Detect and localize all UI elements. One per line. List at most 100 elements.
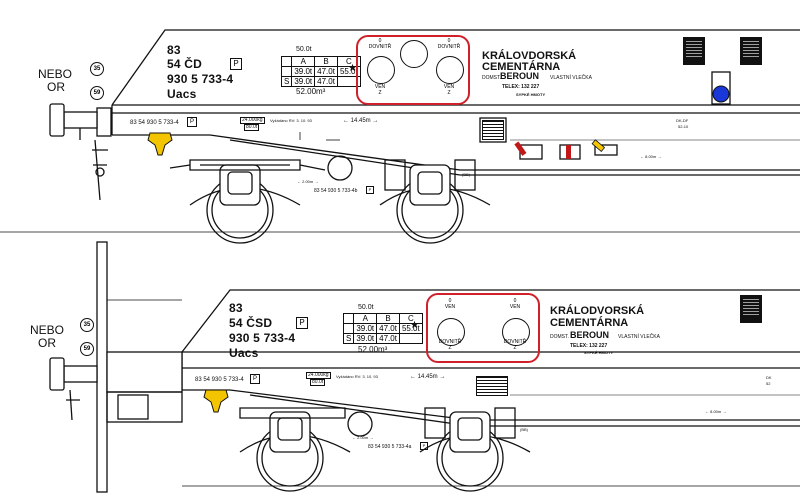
bottom-underframe-p: P bbox=[420, 442, 428, 450]
top-bar-number: 83 54 930 5 733-4 bbox=[130, 120, 179, 126]
top-port-br-num: Z bbox=[447, 90, 451, 96]
top-port-br: VEN bbox=[443, 84, 455, 90]
bottom-port-tr-num: 0 bbox=[513, 298, 517, 304]
top-port-bl-num: Z bbox=[378, 90, 382, 96]
top-port-tl-num: 0 bbox=[378, 38, 382, 44]
top-mass-1: 24.000kg bbox=[240, 117, 265, 124]
bottom-car-line-2: 54 ČSD bbox=[229, 316, 273, 330]
top-port-bl: VEN bbox=[374, 84, 386, 90]
top-underframe-number: 83 54 930 5 733-4b bbox=[314, 188, 358, 194]
bottom-sypke: SYPKÉ HMOTY bbox=[584, 350, 614, 355]
top-p-badge: P bbox=[230, 58, 242, 70]
top-port-tr-num: 0 bbox=[447, 38, 451, 44]
bottom-star-icon: ★ bbox=[410, 320, 419, 331]
bottom-port-tr: VEN bbox=[509, 304, 521, 310]
top-volume: 52.00m³ bbox=[296, 87, 326, 96]
top-placard-1 bbox=[683, 37, 705, 65]
bottom-load-limit: 50.0t bbox=[358, 304, 374, 311]
top-underframe-p: P bbox=[366, 186, 374, 194]
bottom-bogie-right bbox=[419, 407, 531, 492]
top-vlecka: VLASTNÍ VLEČKA bbox=[550, 75, 592, 81]
nebo-label-top: NEBO bbox=[38, 67, 73, 81]
yellow-lever bbox=[591, 139, 606, 152]
top-bogie-right bbox=[379, 159, 491, 244]
load-cell: 39.0t bbox=[353, 323, 378, 334]
top-load-limit: 50.0t bbox=[296, 46, 312, 53]
top-domst: DOMST. bbox=[482, 75, 501, 81]
bottom-p-badge: P bbox=[296, 317, 308, 329]
bottom-yellow-hook bbox=[203, 389, 229, 413]
top-port-left bbox=[367, 56, 395, 84]
top-bogie-code: (BB) bbox=[462, 172, 470, 177]
load-cell: 39.0t bbox=[291, 66, 316, 77]
load-cell: 47.0t bbox=[376, 333, 400, 344]
top-revision: Vyžádáno RV: 3. 10. 93 bbox=[270, 118, 312, 123]
bottom-bogie-left bbox=[239, 407, 373, 492]
top-telex: TELEX: 132 227 bbox=[502, 84, 540, 90]
bottom-bogie-code: (BB) bbox=[520, 427, 528, 432]
top-port-frame bbox=[356, 35, 470, 105]
bottom-bogie-dist: ← 2.00m → bbox=[352, 435, 374, 440]
top-bar-p: P bbox=[187, 117, 197, 127]
bottom-wagon-body bbox=[49, 241, 800, 493]
bottom-code-right-1: DK bbox=[766, 375, 772, 380]
top-port-tl: DOVNITŘ bbox=[368, 44, 392, 50]
red-lever-right bbox=[566, 145, 571, 159]
bottom-port-br: DOVNITŘ bbox=[503, 339, 527, 345]
bottom-port-bl: DOVNITŘ bbox=[438, 339, 462, 345]
top-vent-grille bbox=[482, 120, 504, 140]
top-mass-2: 80.0t bbox=[244, 124, 260, 131]
bottom-port-frame bbox=[426, 293, 540, 363]
blue-lamp bbox=[712, 85, 730, 103]
bottom-domst: DOMST. bbox=[550, 334, 569, 340]
circle-35-top: 35 bbox=[90, 62, 104, 76]
top-car-line-2: 54 ČD bbox=[167, 57, 203, 71]
top-bogie-dist: ← 2.00m → bbox=[297, 179, 319, 184]
bottom-car-line-3: 930 5 733-4 bbox=[229, 331, 296, 345]
top-sypke: SYPKÉ HMOTY bbox=[516, 92, 546, 97]
top-wagon-body bbox=[0, 29, 800, 244]
bottom-vent-grille bbox=[476, 376, 508, 396]
top-code-right-1: DK-DF bbox=[676, 118, 689, 123]
top-car-line-1: 83 bbox=[167, 43, 181, 57]
bottom-code-right-2: 52 bbox=[766, 381, 771, 386]
load-cell: 47.0t bbox=[314, 66, 338, 77]
bottom-car-line-4: Uacs bbox=[229, 346, 259, 360]
bottom-port-tl: VEN bbox=[444, 304, 456, 310]
bottom-vlecka: VLASTNÍ VLEČKA bbox=[618, 334, 660, 340]
bottom-company-2: CEMENTÁRNA bbox=[550, 317, 629, 329]
load-cell-s: S bbox=[342, 333, 355, 344]
top-port-right bbox=[436, 56, 464, 84]
top-car-line-3: 930 5 733-4 bbox=[167, 72, 234, 86]
top-star-icon: ★ bbox=[348, 63, 357, 74]
load-cell: 47.0t bbox=[314, 76, 338, 87]
bottom-port-tl-num: 0 bbox=[448, 298, 452, 304]
load-cell-s: S bbox=[280, 76, 293, 87]
top-length: ← 14.45m → bbox=[343, 118, 379, 124]
bottom-volume: 52.00m³ bbox=[358, 345, 388, 354]
bottom-port-br-num: Z bbox=[513, 345, 517, 351]
top-car-line-4: Uacs bbox=[167, 87, 197, 101]
top-distance-right: ← 8.00m → bbox=[640, 154, 662, 159]
bottom-beroun: BEROUN bbox=[570, 330, 610, 340]
top-code-right-2: 52-10 bbox=[678, 124, 689, 129]
top-beroun: BEROUN bbox=[500, 71, 540, 81]
load-cell: 39.0t bbox=[291, 76, 316, 87]
bottom-distance-right: ← 8.00m → bbox=[705, 409, 727, 414]
top-yellow-hook bbox=[147, 132, 173, 156]
nebo-label-bottom: NEBO bbox=[30, 323, 65, 337]
bottom-mass-2: 80.0t bbox=[310, 379, 326, 386]
top-port-center bbox=[400, 40, 428, 68]
load-cell: 39.0t bbox=[353, 333, 378, 344]
load-cell: 47.0t bbox=[376, 323, 400, 334]
circle-59-bottom: 59 bbox=[80, 342, 94, 356]
bottom-bar-number: 83 54 930 5 733-4 bbox=[195, 377, 244, 383]
bottom-port-bl-num: Z bbox=[448, 345, 452, 351]
bottom-placard bbox=[740, 295, 762, 323]
top-port-tr: DOVNITŘ bbox=[437, 44, 461, 50]
load-head-a: A bbox=[353, 313, 378, 324]
bottom-company-1: KRÁLODVORSKÁ bbox=[550, 305, 645, 317]
